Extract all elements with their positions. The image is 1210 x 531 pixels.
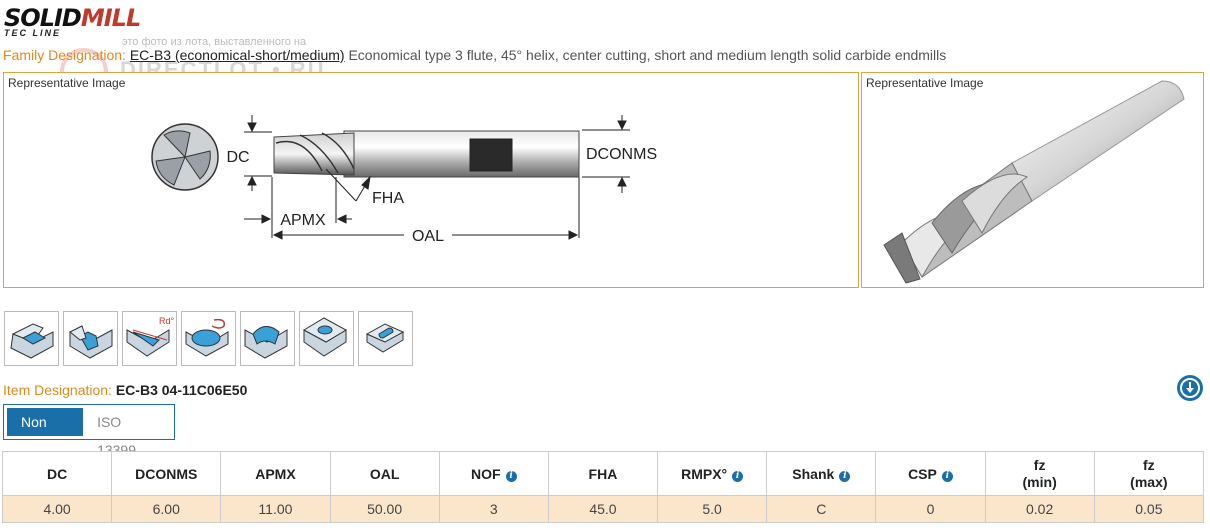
- item-label: Item Designation:: [3, 382, 112, 398]
- col-apmx: APMX: [220, 451, 331, 496]
- watermark-text: это фото из лота, выставленного на: [122, 36, 307, 48]
- shoulder-milling-icon[interactable]: [4, 311, 59, 366]
- ramping-icon[interactable]: Rd°: [122, 311, 177, 366]
- oal-label: OAL: [412, 228, 444, 245]
- operations-icon-row: Rd°: [4, 311, 416, 366]
- end-view-icon: [151, 123, 219, 191]
- cell-fz-max: 0.05: [1093, 495, 1205, 523]
- cell-shank: C: [766, 495, 877, 523]
- cell-oal: 50.00: [329, 495, 440, 523]
- endmill-drawing: DC DCONMS FHA APMX OAL: [151, 115, 657, 245]
- col-fha: FHA: [547, 451, 659, 496]
- endmill-photo: [883, 80, 1185, 284]
- col-oal: OAL: [329, 451, 440, 496]
- photo-caption: Representative Image: [866, 76, 984, 90]
- family-designation: Family Designation: EC-B3 (economical-sh…: [3, 47, 946, 63]
- col-dc: DC: [1, 451, 113, 496]
- item-value: EC-B3 04-11C06E50: [115, 382, 248, 398]
- tab-iso-13399[interactable]: ISO 13399: [97, 414, 137, 458]
- cell-csp: 0: [875, 495, 986, 523]
- slot-milling-icon[interactable]: [63, 311, 118, 366]
- family-description: Economical type 3 flute, 45° helix, cent…: [348, 47, 947, 63]
- product-photo-panel: Representative Image: [861, 72, 1204, 288]
- item-designation: Item Designation: EC-B3 04-11C06E50: [3, 382, 247, 398]
- fha-label: FHA: [372, 190, 404, 207]
- drawing-caption: Representative Image: [8, 76, 126, 90]
- cell-dc: 4.00: [1, 495, 113, 523]
- cell-fha: 45.0: [547, 495, 659, 523]
- table-row: 4.00 6.00 11.00 50.00 3 45.0 5.0 C 0 0.0…: [1, 495, 1205, 523]
- cell-fz-min: 0.02: [984, 495, 1095, 523]
- svg-text:Rd°: Rd°: [159, 316, 175, 326]
- logo-tagline: TEC LINE: [4, 28, 62, 38]
- technical-drawing-panel: Representative Image: [3, 72, 859, 288]
- download-button[interactable]: [1177, 375, 1203, 401]
- pocket-milling-icon[interactable]: [240, 311, 295, 366]
- cell-nof: 3: [438, 495, 549, 523]
- col-dconms: DCONMS: [111, 451, 222, 496]
- col-rmpx: RMPX°i: [657, 451, 768, 496]
- slot-pocket-icon[interactable]: [358, 311, 413, 366]
- download-icon: [1180, 378, 1200, 398]
- col-fz-min: fz(min): [984, 451, 1095, 496]
- apmx-label: APMX: [280, 212, 326, 229]
- dc-label: DC: [226, 149, 249, 166]
- cell-apmx: 11.00: [220, 495, 331, 523]
- info-icon[interactable]: i: [941, 470, 953, 482]
- col-fz-max: fz(max): [1093, 451, 1205, 496]
- dconms-label: DCONMS: [586, 146, 657, 163]
- info-icon[interactable]: i: [505, 470, 517, 482]
- standard-tabs: Non ISO ISO 13399: [3, 404, 175, 458]
- info-icon[interactable]: i: [732, 470, 744, 482]
- solidmill-logo: SOLIDMILL TEC LINE: [4, 4, 141, 38]
- tab-non-iso[interactable]: Non ISO: [7, 408, 84, 458]
- family-label: Family Designation:: [3, 47, 126, 63]
- cell-rmpx: 5.0: [657, 495, 768, 523]
- family-code-link[interactable]: EC-B3 (economical-short/medium): [129, 47, 345, 63]
- cell-dconms: 6.00: [111, 495, 222, 523]
- plunge-drilling-icon[interactable]: [299, 311, 354, 366]
- info-icon[interactable]: i: [839, 470, 851, 482]
- helical-interpolation-icon[interactable]: [181, 311, 236, 366]
